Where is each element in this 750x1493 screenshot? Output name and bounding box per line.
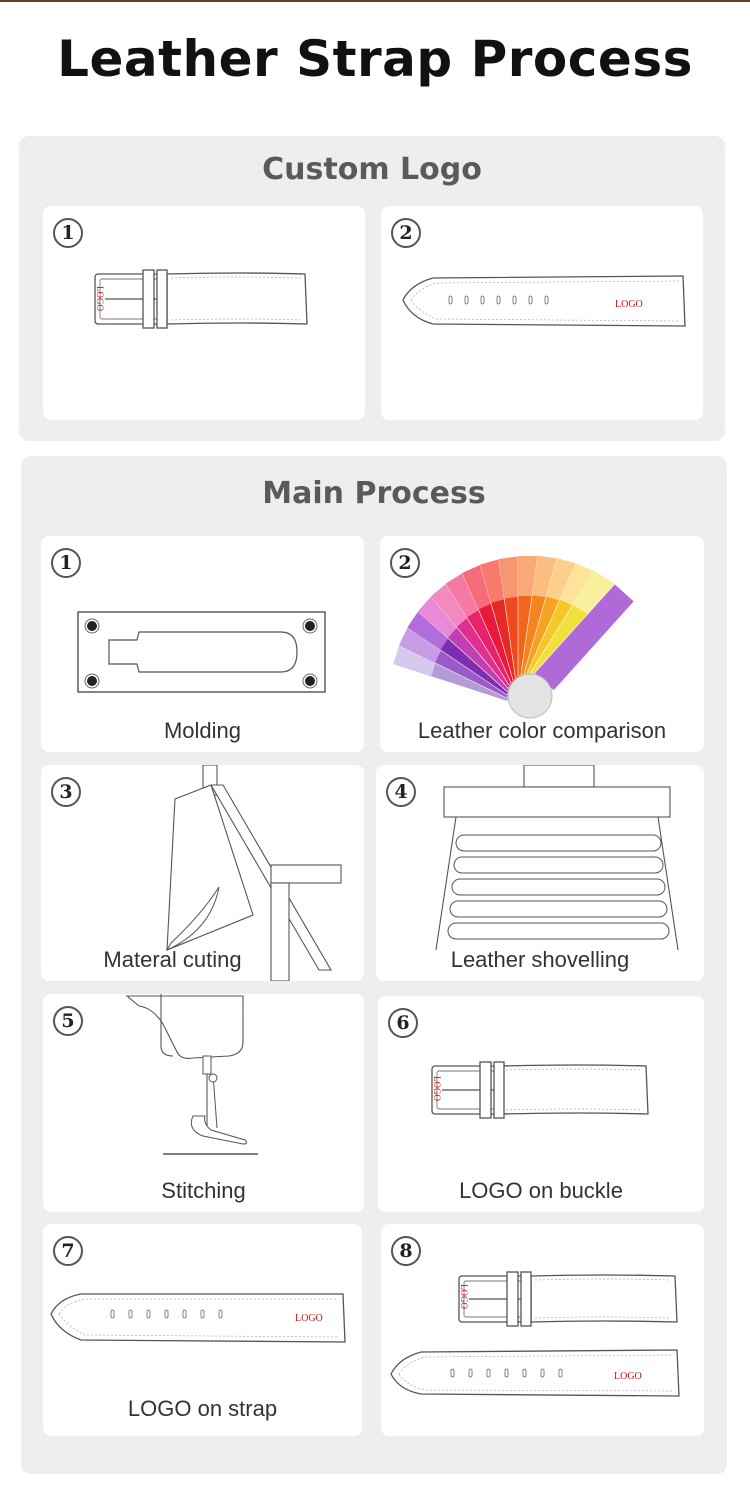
logo-mark: LOGO [614, 1371, 642, 1382]
custom-logo-card-1: 1 LOGO [43, 206, 365, 420]
step-caption: LOGO on strap [127, 1396, 278, 1421]
step-caption: Leather shovelling [450, 947, 630, 972]
custom-logo-card-2: 2 LOGO [381, 206, 703, 420]
process-card-stitching: 5 Stitching [43, 994, 364, 1212]
step-number-badge: 1 [51, 548, 81, 578]
strap-illustration: LOGO [50, 1293, 346, 1343]
color-swatch-fan-illustration [392, 555, 635, 719]
step-caption: Materal cuting [103, 947, 242, 972]
process-card-logo-on-strap: 7 LOGO LOGO on strap [43, 1224, 362, 1436]
process-card-logo-on-buckle: 6 LOGO LOGO on buckle [378, 996, 704, 1212]
step-number-badge: 3 [51, 777, 81, 807]
step-number-badge: 2 [390, 548, 420, 578]
process-card-color-comparison: 2 Leather color comparison [380, 536, 704, 752]
step-caption: Leather color comparison [417, 718, 667, 743]
step-caption: LOGO on buckle [459, 1178, 623, 1203]
process-card-material-cutting: 3 Materal cuting [41, 765, 364, 981]
shovelling-machine-illustration [435, 765, 679, 951]
mold-illustration [77, 611, 326, 693]
process-card-molding: 1 Molding [41, 536, 364, 752]
process-card-final-product: 8 LOGO LOGO [381, 1224, 704, 1436]
step-number-badge: 8 [391, 1236, 421, 1266]
logo-mark: LOGO [295, 1313, 323, 1324]
step-number-badge: 1 [53, 218, 83, 248]
logo-mark: LOGO [432, 1076, 442, 1101]
top-accent-line [0, 0, 750, 2]
process-card-leather-shovelling: 4 Leather shovelling [376, 765, 704, 981]
custom-logo-section: Custom Logo 1 LOGO 2 LOGO [19, 136, 725, 441]
main-process-title: Main Process [262, 476, 486, 511]
buckle-and-strap-illustration: LOGO LOGO [390, 1271, 680, 1397]
step-number-badge: 4 [386, 777, 416, 807]
sewing-machine-illustration [125, 994, 258, 1155]
step-caption: Stitching [161, 1178, 246, 1203]
buckle-strap-illustration: LOGO [94, 269, 308, 329]
logo-mark: LOGO [615, 299, 643, 310]
cutting-machine-illustration [165, 765, 342, 981]
step-caption: Molding [163, 718, 242, 743]
buckle-strap-illustration: LOGO [431, 1061, 649, 1119]
step-number-badge: 2 [391, 218, 421, 248]
page-title: Leather Strap Process [57, 30, 693, 88]
step-number-badge: 5 [53, 1006, 83, 1036]
step-number-badge: 7 [53, 1236, 83, 1266]
logo-mark: LOGO [459, 1284, 469, 1309]
strap-illustration: LOGO [402, 275, 686, 327]
custom-logo-title: Custom Logo [262, 152, 482, 187]
main-process-section: Main Process 1 Molding 2 [21, 456, 727, 1474]
logo-mark: LOGO [95, 286, 105, 311]
step-number-badge: 6 [388, 1008, 418, 1038]
